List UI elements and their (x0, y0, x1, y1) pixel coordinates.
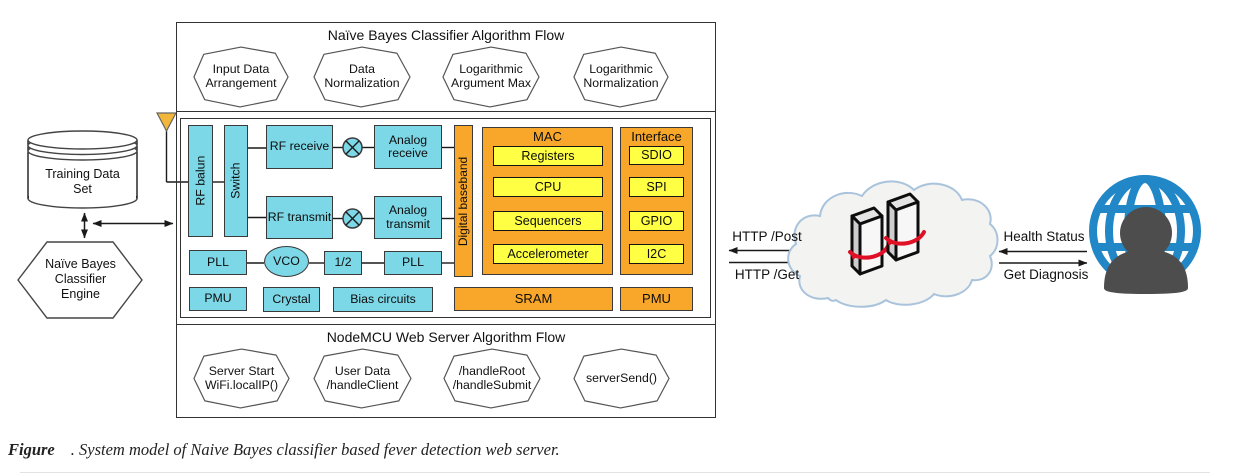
rf-receive-label: RF receive (269, 139, 330, 154)
crystal-block: Crystal (263, 287, 320, 312)
switch-block: Switch (224, 125, 248, 237)
interface-spi-block: SPI (629, 177, 684, 197)
pmu-left-label: PMU (204, 291, 232, 306)
pll-right-label: PLL (402, 255, 424, 270)
mixer-transmit-icon (342, 208, 363, 229)
divider-top-section (176, 111, 716, 112)
flow-step-label: Logarithmic Normalization (583, 62, 659, 90)
rf-balun-block: RF balun (188, 125, 213, 237)
flow-step-data-normalization: Data Normalization (312, 45, 412, 109)
flow-step-label: /handleRoot /handleSubmit (452, 363, 532, 392)
mac-accelerometer-block: Accelerometer (493, 244, 603, 264)
sram-block: SRAM (454, 287, 613, 311)
analog-transmit-label: Analog transmit (386, 203, 430, 231)
classifier-engine-label: Naïve Bayes Classifier Engine (45, 257, 116, 301)
flow-step-label: Server Start WiFi.localIP() (204, 363, 279, 392)
vco-label: VCO (273, 253, 300, 268)
flow-step-log-argument-max: Logarithmic Argument Max (441, 45, 541, 109)
training-dataset-cylinder (27, 130, 138, 209)
get-diagnosis-label: Get Diagnosis (1003, 267, 1089, 282)
user-silhouette-icon (1104, 207, 1188, 294)
mac-registers-label: Registers (521, 148, 575, 163)
digital-baseband-block: Digital baseband (454, 125, 473, 277)
server-flow-title: NodeMCU Web Server Algorithm Flow (326, 329, 566, 345)
analog-receive-block: Analog receive (374, 125, 442, 169)
mixer-receive-icon (342, 137, 363, 158)
analog-transmit-block: Analog transmit (374, 196, 442, 239)
pll-left-block: PLL (189, 250, 247, 275)
flow-step-label: serverSend() (585, 370, 658, 385)
crystal-label: Crystal (272, 291, 311, 306)
mac-title: MAC (533, 129, 562, 144)
flow-step-input-data-arrangement: Input Data Arrangement (192, 45, 290, 109)
mac-sequencers-label: Sequencers (514, 213, 582, 228)
flow-step-handle-root: /handleRoot /handleSubmit (442, 347, 542, 410)
chip-connections (213, 146, 454, 264)
interface-sdio-block: SDIO (629, 146, 684, 165)
classifier-flow-title: Naïve Bayes Classifier Algorithm Flow (327, 27, 565, 43)
flow-step-server-send: serverSend() (572, 347, 671, 410)
flow-step-server-start: Server Start WiFi.localIP() (192, 347, 291, 410)
flow-step-label: Input Data Arrangement (205, 62, 277, 90)
http-post-label: HTTP /Post (732, 229, 802, 244)
divider-half-block: 1/2 (324, 251, 362, 275)
switch-label: Switch (228, 162, 243, 200)
mac-cpu-block: CPU (493, 177, 603, 197)
pmu-right-block: PMU (620, 287, 693, 311)
divider-half-label: 1/2 (334, 255, 352, 270)
figure-caption-text: . System model of Naive Bayes classifier… (70, 440, 560, 459)
http-get-label: HTTP /Get (734, 267, 800, 282)
analog-receive-label: Analog receive (388, 132, 428, 160)
mac-cpu-label: CPU (534, 179, 562, 194)
digital-baseband-label: Digital baseband (456, 156, 471, 246)
rf-balun-label: RF balun (192, 156, 207, 206)
health-arrows (998, 248, 1088, 267)
rf-receive-block: RF receive (266, 125, 333, 169)
cropped-next-row-line (20, 472, 1210, 473)
figure-caption-label: Figure (8, 440, 55, 459)
interface-title: Interface (631, 129, 682, 144)
interface-gpio-label: GPIO (640, 213, 673, 228)
interface-spi-label: SPI (646, 179, 667, 194)
interface-gpio-block: GPIO (629, 211, 684, 231)
classifier-engine-hexagon (17, 241, 143, 319)
bias-circuits-block: Bias circuits (333, 287, 433, 312)
rf-transmit-label: RF transmit (267, 209, 332, 224)
training-dataset-label: Training Data Set (45, 167, 120, 196)
flow-step-log-normalization: Logarithmic Normalization (572, 45, 670, 109)
pmu-right-label: PMU (642, 290, 671, 306)
flow-step-label: Data Normalization (324, 62, 400, 90)
flow-step-user-data: User Data /handleClient (312, 347, 413, 410)
server-tower-right-icon (884, 192, 926, 262)
flow-step-label: Logarithmic Argument Max (451, 62, 531, 90)
sram-label: SRAM (514, 290, 553, 306)
health-status-label: Health Status (1003, 229, 1085, 244)
divider-bottom-section (176, 324, 716, 325)
interface-i2c-block: I2C (629, 244, 684, 264)
pll-right-block: PLL (384, 251, 442, 275)
server-tower-left-icon (848, 206, 890, 276)
interface-i2c-label: I2C (646, 246, 667, 261)
flow-step-label: User Data /handleClient (326, 363, 399, 392)
antenna-icon (156, 112, 189, 183)
diagram-outer-box (176, 22, 716, 418)
mac-accelerometer-label: Accelerometer (507, 246, 589, 261)
pmu-left-block: PMU (189, 287, 247, 311)
rf-transmit-block: RF transmit (266, 196, 333, 239)
figure-caption: Figure . System model of Naive Bayes clas… (8, 440, 560, 460)
pll-left-label: PLL (207, 254, 229, 269)
bias-circuits-label: Bias circuits (350, 291, 416, 306)
mac-sequencers-block: Sequencers (493, 211, 603, 231)
vco-block: VCO (264, 246, 309, 277)
mac-registers-block: Registers (493, 146, 603, 166)
interface-sdio-label: SDIO (641, 148, 672, 163)
chip-inner-box (180, 118, 711, 318)
